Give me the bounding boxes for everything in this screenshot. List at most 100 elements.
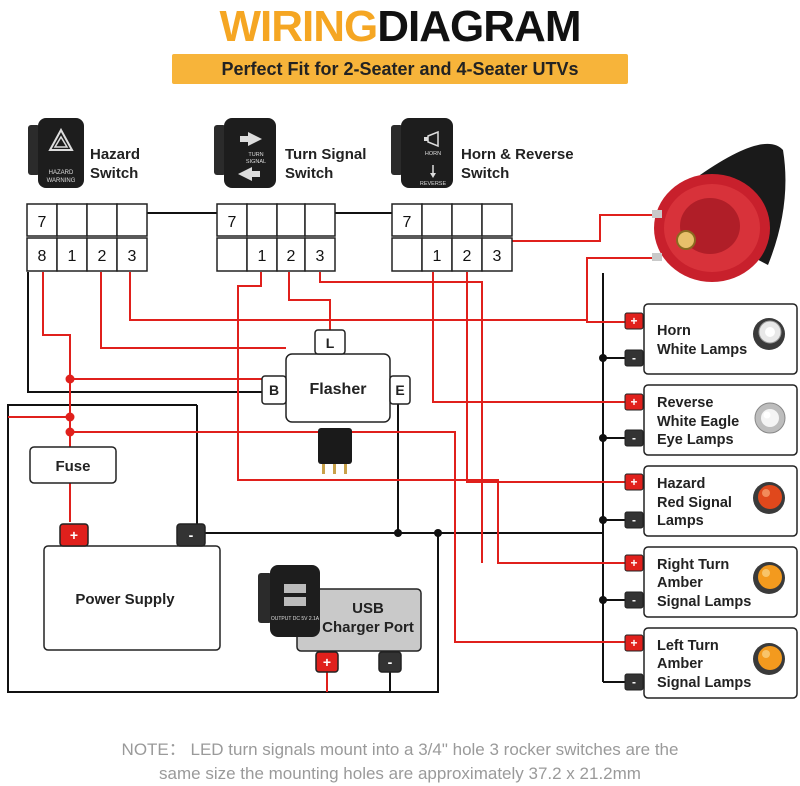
- lamp-label: Eye Lamps: [657, 432, 734, 448]
- power-supply: Power Supply + -: [43, 523, 221, 651]
- lamp-label: Hazard: [657, 476, 705, 492]
- pin-label: 7: [228, 214, 237, 231]
- negative-terminal: [176, 523, 206, 547]
- amber-lamp-icon: [753, 643, 785, 675]
- pin-block: [26, 203, 148, 272]
- flasher-pin-b-label: B: [269, 382, 279, 398]
- usb-negative-label: -: [388, 654, 393, 670]
- lamp-negative-terminal: [624, 349, 644, 367]
- lamp-label: Lamps: [657, 513, 704, 529]
- lamp-negative-terminal: [624, 591, 644, 609]
- horn-icon: [652, 143, 786, 282]
- lamp-box: [643, 384, 798, 456]
- flasher-pin-l-label: L: [326, 335, 335, 351]
- lamp-reverse-white-eagle-eye: + - Reverse White Eagle Eye Lamps: [624, 384, 798, 456]
- lamp-negative-label: -: [632, 351, 636, 365]
- lamp-positive-terminal: [624, 473, 644, 491]
- usb-positive-terminal: [315, 651, 339, 673]
- lamp-label: White Eagle: [657, 414, 739, 430]
- flasher-label: Flasher: [310, 381, 367, 398]
- pin-label: 3: [493, 248, 502, 265]
- positive-wires: [8, 214, 656, 692]
- lamp-positive-terminal: [624, 312, 644, 330]
- pin-block: [391, 203, 513, 272]
- lamp-horn-white: + - Horn White Lamps: [624, 303, 798, 375]
- pin-label: 8: [38, 248, 47, 265]
- lamp-box: [643, 546, 798, 618]
- lamp-positive-label: +: [630, 475, 637, 489]
- hazard-switch: HAZARD WARNING Hazard Switch 7 8 1 2 3: [26, 118, 148, 272]
- pin-label: 1: [433, 248, 442, 265]
- fuse: Fuse: [29, 446, 117, 484]
- pin-label: 3: [128, 248, 137, 265]
- lamp-right-turn-amber: + - Right Turn Amber Signal Lamps: [624, 546, 798, 618]
- lamp-label: Right Turn: [657, 557, 729, 573]
- lamp-box: [643, 303, 798, 375]
- lamp-positive-label: +: [630, 636, 637, 650]
- usb-positive-label: +: [323, 654, 331, 670]
- switch-icon-text: TURN: [248, 152, 263, 158]
- lamp-hazard-red: + - Hazard Red Signal Lamps: [624, 465, 798, 537]
- white-lamp-icon: [753, 318, 785, 350]
- subtitle-banner: Perfect Fit for 2-Seater and 4-Seater UT…: [172, 54, 628, 84]
- lamp-negative-terminal: [624, 429, 644, 447]
- lamp-label: Reverse: [657, 395, 713, 411]
- lamp-label: Horn: [657, 323, 691, 339]
- switch-name: Switch: [285, 165, 333, 182]
- junction-dots: [65, 354, 607, 604]
- title-part-1: WIRING: [219, 2, 379, 51]
- lamp-positive-terminal: [624, 393, 644, 411]
- switch-icon-text: HAZARD: [49, 170, 74, 176]
- note-line-2: same size the mounting holes are approxi…: [159, 764, 641, 783]
- lamp-negative-terminal: [624, 673, 644, 691]
- usb-icon-text: OUTPUT DC 5V 2.1A: [271, 616, 320, 622]
- lamp-negative-label: -: [632, 675, 636, 689]
- fuse-box: [29, 446, 117, 484]
- pin-label: 3: [316, 248, 325, 265]
- mounting-note: NOTE： LED turn signals mount into a 3/4"…: [0, 738, 800, 786]
- rocker-switch-icon: TURN SIGNAL: [214, 118, 276, 188]
- positive-terminal: [59, 523, 89, 547]
- lamp-negative-terminal: [624, 511, 644, 529]
- lamp-left-turn-amber: + - Left Turn Amber Signal Lamps: [624, 627, 798, 699]
- switch-name: Hazard: [90, 146, 140, 163]
- rocker-switch-icon: HORN REVERSE: [391, 118, 453, 188]
- lamp-box: [643, 465, 798, 537]
- switch-icon-text: REVERSE: [420, 181, 447, 187]
- switch-name: Turn Signal: [285, 146, 366, 163]
- fuse-label: Fuse: [55, 458, 90, 475]
- switch-icon-text: WARNING: [47, 178, 76, 184]
- lamp-label: Signal Lamps: [657, 594, 751, 610]
- eagle-eye-lamp-icon: [754, 402, 786, 434]
- flasher-pin-e: [389, 375, 411, 405]
- title-part-2: DIAGRAM: [377, 2, 581, 51]
- lamp-label: White Lamps: [657, 342, 747, 358]
- usb-label: Charger Port: [322, 619, 414, 636]
- lamp-box: [643, 627, 798, 699]
- lamp-label: Amber: [657, 575, 703, 591]
- lamp-label: Signal Lamps: [657, 675, 751, 691]
- lamp-positive-label: +: [630, 556, 637, 570]
- pin-label: 1: [258, 248, 267, 265]
- flasher-pin-l: [314, 329, 346, 355]
- switch-name: Switch: [90, 165, 138, 182]
- lamp-positive-label: +: [630, 314, 637, 328]
- lamp-negative-label: -: [632, 513, 636, 527]
- flasher-pin-b: [261, 375, 287, 405]
- note-line-1: NOTE： LED turn signals mount into a 3/4"…: [121, 740, 679, 759]
- pin-label: 1: [68, 248, 77, 265]
- usb-charger-port: OUTPUT DC 5V 2.1A USB Charger Port + -: [258, 565, 422, 673]
- lamp-negative-label: -: [632, 593, 636, 607]
- amber-lamp-icon: [753, 562, 785, 594]
- usb-label: USB: [352, 600, 384, 617]
- positive-terminal-label: +: [70, 527, 78, 543]
- lamp-negative-label: -: [632, 431, 636, 445]
- turn-signal-switch: TURN SIGNAL Turn Signal Switch 7 1 2 3: [214, 118, 366, 272]
- power-supply-box: [43, 545, 221, 651]
- lamp-label: Left Turn: [657, 638, 719, 654]
- power-supply-label: Power Supply: [75, 591, 175, 608]
- switch-name: Switch: [461, 165, 509, 182]
- relay-icon: [318, 428, 352, 474]
- lamp-label: Amber: [657, 656, 703, 672]
